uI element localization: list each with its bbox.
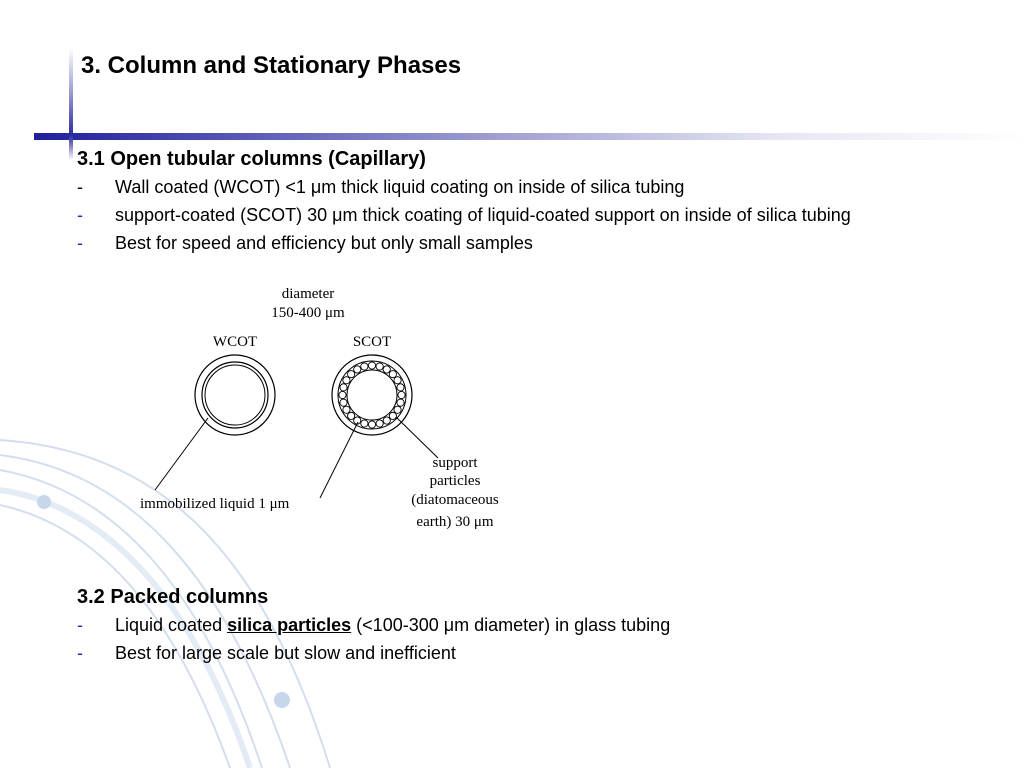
- support-particle: [339, 398, 348, 407]
- support-particle: [396, 398, 405, 407]
- diameter-range-label: 150-400 μm: [271, 305, 345, 321]
- section-heading-packed: 3.2 Packed columns: [77, 586, 269, 608]
- immobilized-liquid-label: immobilized liquid 1 μm: [140, 496, 290, 512]
- support-particle: [393, 376, 402, 385]
- support-particle: [342, 405, 351, 414]
- bullet-text: Best for speed and efficiency but only s…: [115, 233, 533, 253]
- support-particle: [375, 419, 384, 428]
- support-particle: [347, 411, 356, 420]
- support-particle: [342, 376, 351, 385]
- bullet-text: support-coated (SCOT) 30 μm thick coatin…: [115, 205, 851, 225]
- bullet-dash: -: [77, 643, 83, 663]
- bullet-dash: -: [77, 233, 83, 253]
- support-particle: [397, 390, 406, 400]
- bullet-item: - Best for large scale but slow and inef…: [77, 643, 992, 663]
- support-particle: [347, 370, 356, 379]
- column-cross-section-figure: diameter 150-400 μm WCOT SCOT immobilize…: [140, 286, 499, 530]
- support-particle: [375, 362, 384, 371]
- header-rule-horizontal: [34, 133, 1024, 140]
- bullet-dash: -: [77, 205, 83, 225]
- bullet-text-prefix: Liquid coated: [115, 615, 228, 635]
- support-particle: [353, 365, 362, 374]
- silica-particles-emphasis: silica particles: [227, 615, 352, 635]
- packed-bullet-list: - Liquid coated silica particles (<100-3…: [77, 615, 992, 671]
- bullet-dash: -: [77, 177, 83, 197]
- leader-lines: [154, 416, 439, 499]
- support-particle: [360, 419, 369, 428]
- bullet-item: - Liquid coated silica particles (<100-3…: [77, 615, 992, 635]
- bullet-item: - Best for speed and efficiency but only…: [77, 233, 992, 253]
- support-particle: [360, 362, 369, 371]
- bullet-dash: -: [77, 615, 83, 635]
- support-particle: [382, 416, 391, 425]
- wcot-label: WCOT: [213, 334, 257, 350]
- support-particle: [388, 411, 397, 420]
- support-particle: [367, 361, 377, 370]
- support-particle: [338, 390, 347, 400]
- support-particles-ring: [338, 361, 406, 429]
- bullet-item: - support-coated (SCOT) 30 μm thick coat…: [77, 205, 992, 225]
- bullet-item: - Wall coated (WCOT) <1 μm thick liquid …: [77, 177, 992, 197]
- scot-label: SCOT: [353, 334, 391, 350]
- bullet-text-suffix: (<100-300 μm diameter) in glass tubing: [351, 615, 671, 635]
- bullet-text: Wall coated (WCOT) <1 μm thick liquid co…: [115, 177, 685, 197]
- support-particle: [396, 383, 405, 392]
- wcot-cross-section: [194, 354, 276, 436]
- support-label-line2: particles: [430, 473, 481, 489]
- section-heading-open-tubular: 3.1 Open tubular columns (Capillary): [77, 148, 426, 170]
- open-tubular-bullet-list: - Wall coated (WCOT) <1 μm thick liquid …: [77, 177, 992, 261]
- support-label-line4: earth) 30 μm: [416, 514, 494, 530]
- diameter-label: diameter: [282, 286, 334, 302]
- support-label-line3: (diatomaceous: [411, 492, 499, 508]
- header-rule-vertical: [69, 48, 73, 160]
- bullet-text: Best for large scale but slow and ineffi…: [115, 643, 456, 663]
- slide-title: 3. Column and Stationary Phases: [81, 52, 462, 79]
- support-particle: [393, 405, 402, 414]
- support-particle: [382, 365, 391, 374]
- support-particle: [367, 420, 377, 429]
- support-particle: [388, 370, 397, 379]
- support-label-line1: support: [433, 455, 479, 471]
- scot-cross-section: [331, 354, 413, 436]
- support-particle: [339, 383, 348, 392]
